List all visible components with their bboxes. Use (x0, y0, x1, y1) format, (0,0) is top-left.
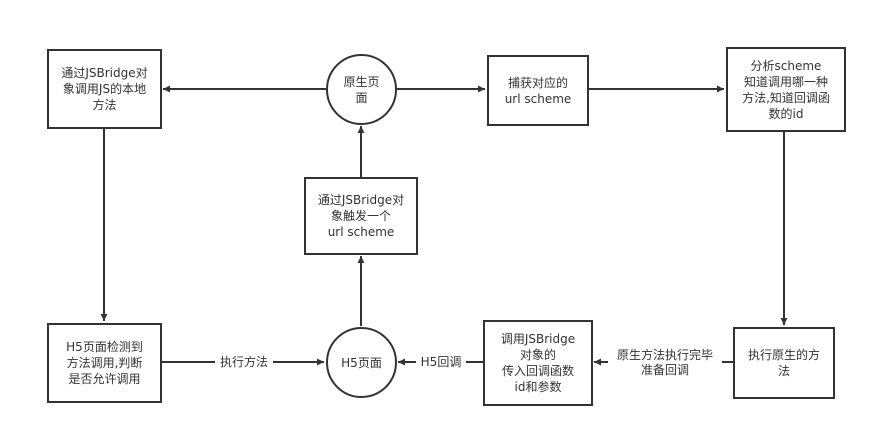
node-label: H5页面检测到 方法调用,判断 是否允许调用 (66, 340, 143, 386)
node-h5-detect: H5页面检测到 方法调用,判断 是否允许调用 (47, 323, 162, 403)
node-label: 分析scheme 知道调用哪一种 方法,知道回调函 数的id (742, 58, 830, 121)
node-label: 通过JSBridge对 象调用JS的本地 方法 (61, 66, 148, 112)
node-run-native: 执行原生的方 法 (733, 327, 835, 399)
node-trigger-scheme: 通过JSBridge对 象触发一个 url scheme (304, 177, 418, 255)
node-label: 调用JSBridge 对象的 传入回调函数 id和参数 (500, 332, 576, 394)
edge-label-detect-to-h5: 执行方法 (215, 355, 273, 370)
node-label: H5页面 (341, 355, 382, 370)
edge-label-invoke-to-h5: H5回调 (416, 355, 466, 370)
node-label: 捕获对应的 url scheme (504, 75, 572, 106)
node-label: 通过JSBridge对 象触发一个 url scheme (317, 193, 405, 239)
node-label: 原生页 面 (343, 74, 380, 105)
node-label: 执行原生的方 法 (747, 348, 820, 378)
node-call-js-local: 通过JSBridge对 象调用JS的本地 方法 (47, 49, 162, 129)
node-capture-scheme: 捕获对应的 url scheme (487, 55, 589, 126)
node-h5-page: H5页面 (326, 327, 397, 398)
node-invoke-callback: 调用JSBridge 对象的 传入回调函数 id和参数 (483, 320, 593, 406)
node-native-page: 原生页 面 (326, 54, 397, 125)
node-analyze-scheme: 分析scheme 知道调用哪一种 方法,知道回调函 数的id (726, 47, 846, 132)
edge-label-run-to-invoke: 原生方法执行完毕 准备回调 (608, 348, 722, 378)
